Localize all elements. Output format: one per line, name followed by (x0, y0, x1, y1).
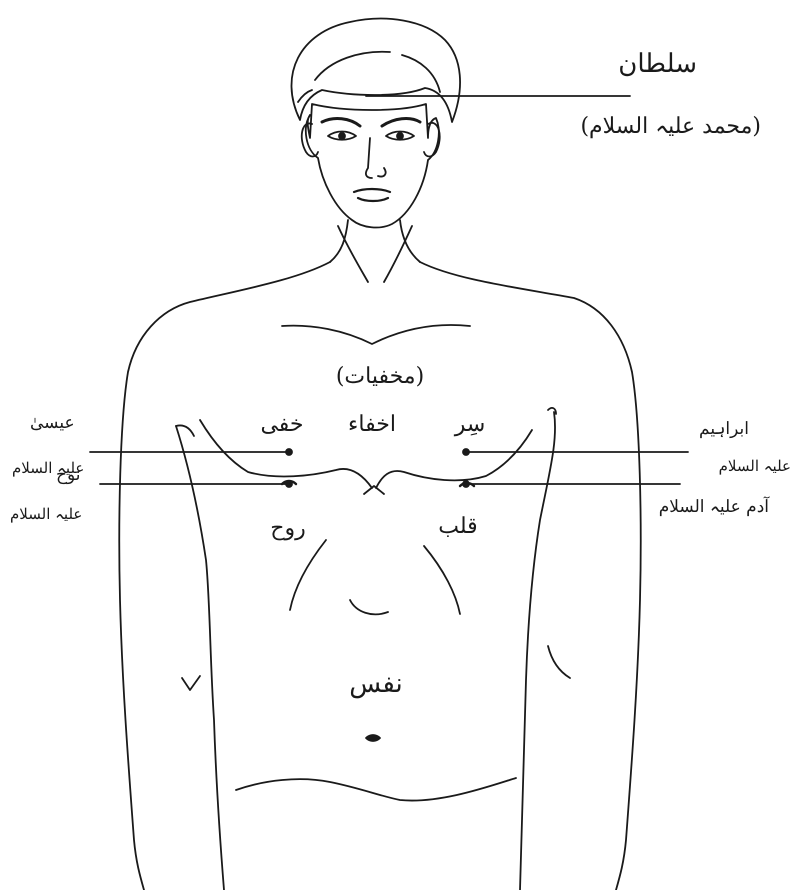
waistline (236, 778, 516, 801)
neck-right (400, 220, 420, 262)
label-makhfiyat: (مخفیات) (336, 364, 424, 389)
abdomen-line (350, 600, 388, 614)
label-isa-name: عیسیٰ (30, 414, 75, 434)
navel (366, 735, 380, 741)
right-ear (424, 123, 440, 157)
label-adam: آدم علیہ السلام (659, 498, 769, 518)
rib-right (424, 546, 460, 614)
neck-muscle-left (338, 226, 368, 282)
nose (366, 138, 386, 178)
label-sultan: سلطان (618, 50, 697, 80)
right-eyebrow (382, 119, 420, 126)
label-khafi: خفی (260, 412, 303, 437)
hair-outline (291, 19, 460, 122)
mouth (354, 189, 390, 201)
right-pupil (397, 133, 403, 139)
left-eyebrow (322, 119, 360, 126)
left-pupil (339, 133, 345, 139)
left-elbow (182, 676, 200, 690)
label-sirr: سِر (455, 412, 486, 437)
rib-left (290, 540, 326, 610)
sternum-notch (364, 486, 384, 494)
label-ruh: روح (270, 516, 305, 541)
label-nuh-salam: علیہ السلام (10, 506, 82, 523)
label-nuh-name: نوح (56, 466, 81, 486)
right-elbow (548, 646, 570, 678)
label-qalb: قلب (438, 514, 477, 539)
left-inner-arm (176, 426, 224, 890)
label-ibrahim-salam: علیہ السلام (719, 458, 791, 475)
neck-muscle-right (384, 226, 412, 282)
label-akhfa: اخفاء (348, 412, 396, 437)
label-nafs: نفس (349, 670, 403, 700)
label-ibrahim-name: ابراہیم (699, 420, 749, 440)
left-shoulder-arm (119, 262, 330, 890)
right-pectoral (376, 430, 532, 488)
label-muhammad: (محمد علیہ السلام) (580, 114, 761, 139)
collarbone (282, 325, 470, 344)
